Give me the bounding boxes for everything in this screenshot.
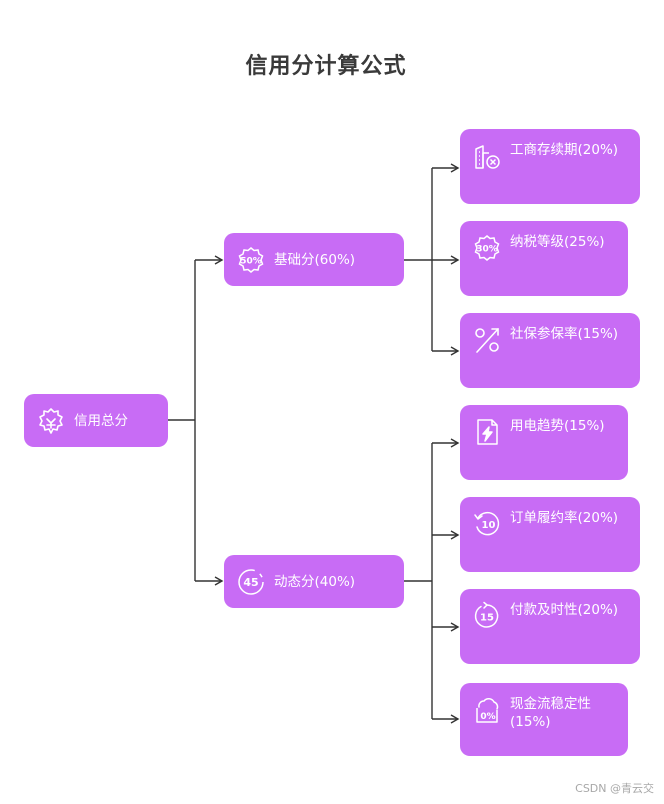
45-timer-icon: 45 <box>236 567 266 597</box>
leaf-node-order-fulfillment[interactable]: 10 订单履约率(20%) <box>460 497 640 572</box>
leaf-node-tax-grade[interactable]: 30% 纳税等级(25%) <box>460 221 628 296</box>
page-title: 信用分计算公式 <box>245 54 407 79</box>
leaf-label: 现金流稳定性(15%) <box>510 696 591 730</box>
credit-badge-icon <box>36 406 66 436</box>
leaf-label: 付款及时性(20%) <box>510 602 619 618</box>
leaf-label: 工商存续期(20%) <box>510 142 619 158</box>
leaf-node-power-trend[interactable]: 用电趋势(15%) <box>460 405 628 480</box>
leaf-label: 用电趋势(15%) <box>510 418 605 434</box>
branch-node-basic[interactable]: 50% 基础分(60%) <box>224 233 404 286</box>
cash-zero-percent-icon: 0% <box>472 695 502 725</box>
badge-text: 50% <box>240 256 262 266</box>
50-percent-badge-icon: 50% <box>236 245 266 275</box>
branch-node-dynamic[interactable]: 45 动态分(40%) <box>224 555 404 608</box>
business-building-icon <box>472 141 502 171</box>
leaf-label: 社保参保率(15%) <box>510 326 619 342</box>
leaf-node-social-insurance[interactable]: 社保参保率(15%) <box>460 313 640 388</box>
percent-icon <box>472 325 502 355</box>
replay-10-icon: 10 <box>472 509 502 539</box>
leaf-node-cashflow-stability[interactable]: 0% 现金流稳定性(15%) <box>460 683 628 756</box>
timer-15-icon: 15 <box>472 601 502 631</box>
energy-report-icon <box>472 417 502 447</box>
root-node[interactable]: 信用总分 <box>24 394 168 447</box>
badge-text: 0% <box>480 712 495 722</box>
badge-text: 15 <box>480 613 494 624</box>
leaf-node-payment-timeliness[interactable]: 15 付款及时性(20%) <box>460 589 640 664</box>
leaf-label: 纳税等级(25%) <box>510 234 605 250</box>
branch-label: 基础分(60%) <box>274 251 356 268</box>
30-percent-badge-icon: 30% <box>472 233 502 263</box>
watermark: CSDN @青云交 <box>575 782 654 795</box>
badge-text: 30% <box>476 245 498 255</box>
badge-text: 10 <box>482 520 496 531</box>
branch-label: 动态分(40%) <box>274 573 356 590</box>
root-label: 信用总分 <box>74 412 128 429</box>
badge-text: 45 <box>243 576 258 589</box>
leaf-node-business-duration[interactable]: 工商存续期(20%) <box>460 129 640 204</box>
leaf-label: 订单履约率(20%) <box>510 510 619 526</box>
